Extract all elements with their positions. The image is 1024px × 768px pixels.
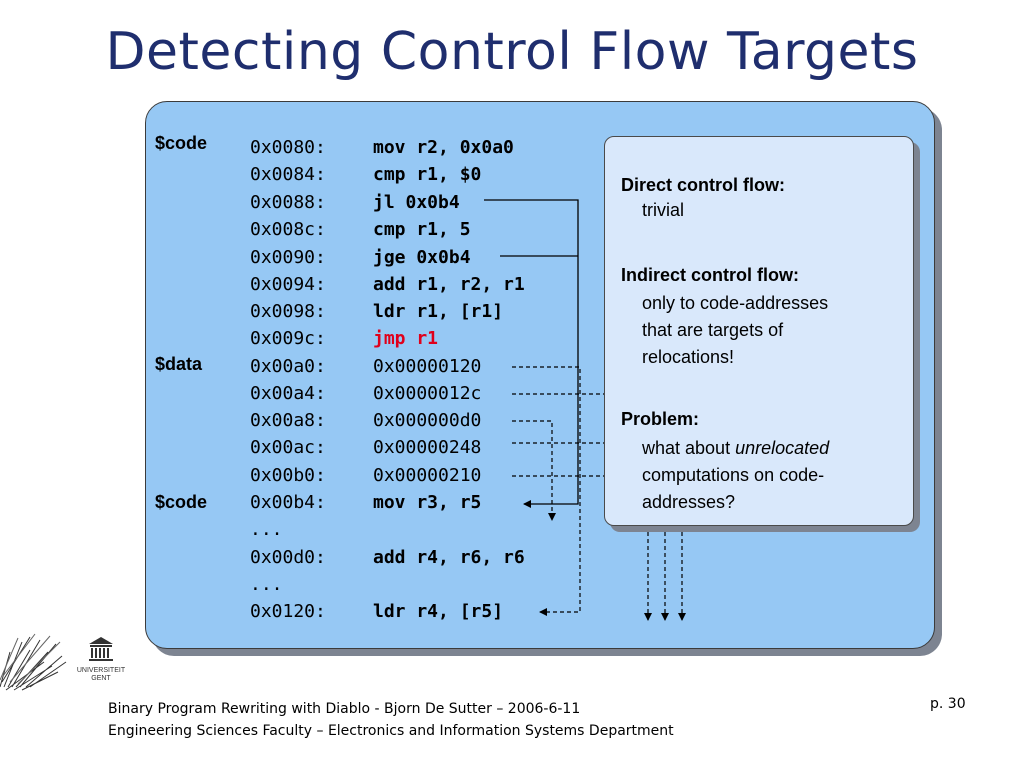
data-address: 0x00a0:	[250, 356, 326, 377]
code-address: 0x00b4:	[250, 492, 326, 513]
code-instruction: add r4, r6, r6	[373, 547, 525, 568]
problem-heading: Problem:	[621, 409, 700, 429]
data-address: 0x00b0:	[250, 465, 326, 486]
code-instruction: mov r3, r5	[373, 492, 482, 513]
data-address: 0x00a8:	[250, 410, 326, 431]
data-value: 0x00000210	[373, 465, 482, 486]
footer: Binary Program Rewriting with Diablo - B…	[108, 698, 674, 742]
problem-text-3: addresses?	[642, 492, 736, 512]
segment-label-code-2: $code	[155, 492, 208, 512]
code-address: 0x0084:	[250, 164, 326, 185]
segment-label-data: $data	[155, 354, 203, 374]
code-instruction: ldr r4, [r5]	[373, 601, 504, 622]
grass-graphic-icon	[0, 633, 67, 691]
code-address: 0x008c:	[250, 219, 326, 240]
direct-flow-heading: Direct control flow:	[621, 175, 786, 195]
code-address: 0x0120:	[250, 601, 326, 622]
code-instruction: jl 0x0b4	[373, 192, 460, 213]
segment-label-code: $code	[155, 133, 208, 153]
indirect-flow-heading: Indirect control flow:	[621, 265, 799, 285]
note-box: Direct control flow: trivial Indirect co…	[604, 136, 914, 526]
problem-text-2: computations on code-	[642, 465, 825, 485]
data-address: 0x00a4:	[250, 383, 326, 404]
code-instruction: cmp r1, $0	[373, 164, 482, 185]
ref-0120-arrow	[512, 366, 581, 616]
indirect-flow-text-1: only to code-addresses	[642, 293, 829, 313]
footer-line-2: Engineering Sciences Faculty – Electroni…	[108, 723, 674, 739]
code-address: 0x0098:	[250, 301, 326, 322]
indirect-flow-text-3: relocations!	[642, 347, 735, 367]
logo-text-line2: GENT	[91, 675, 111, 682]
problem-text-emphasis: unrelocated	[735, 438, 830, 458]
problem-text-1: what about unrelocated	[642, 435, 829, 462]
university-building-icon	[89, 637, 113, 661]
data-value: 0x00000248	[373, 437, 482, 458]
code-instruction: add r1, r2, r1	[373, 274, 525, 295]
code-instruction: ldr r1, [r1]	[373, 301, 504, 322]
code-instruction-highlighted: jmp r1	[373, 328, 439, 349]
code-address: 0x0094:	[250, 274, 326, 295]
data-value: 0x000000d0	[373, 410, 482, 431]
footer-line-1: Binary Program Rewriting with Diablo - B…	[108, 701, 581, 717]
university-logo: UNIVERSITEIT GENT	[0, 633, 126, 691]
data-value: 0x0000012c	[373, 383, 482, 404]
code-address: 0x0080:	[250, 137, 326, 158]
indirect-flow-text-2: that are targets of	[642, 320, 784, 340]
code-address: 0x009c:	[250, 328, 326, 349]
ref-00d0-arrow	[512, 420, 556, 521]
data-address: 0x00ac:	[250, 437, 326, 458]
code-ellipsis: ...	[250, 574, 283, 595]
code-ellipsis: ...	[250, 519, 283, 540]
jl-arrow	[484, 199, 579, 508]
code-instruction: jge 0x0b4	[373, 247, 471, 268]
code-address: 0x0090:	[250, 247, 326, 268]
direct-flow-text: trivial	[642, 200, 685, 220]
code-instruction: mov r2, 0x0a0	[373, 137, 514, 158]
problem-text-lead: what about	[642, 438, 736, 458]
logo-text-line1: UNIVERSITEIT	[77, 667, 126, 674]
code-instruction: cmp r1, 5	[373, 219, 471, 240]
slide-title: Detecting Control Flow Targets	[105, 22, 919, 82]
code-address: 0x00d0:	[250, 547, 326, 568]
page-number: p. 30	[930, 696, 966, 712]
data-value: 0x00000120	[373, 356, 482, 377]
code-address: 0x0088:	[250, 192, 326, 213]
